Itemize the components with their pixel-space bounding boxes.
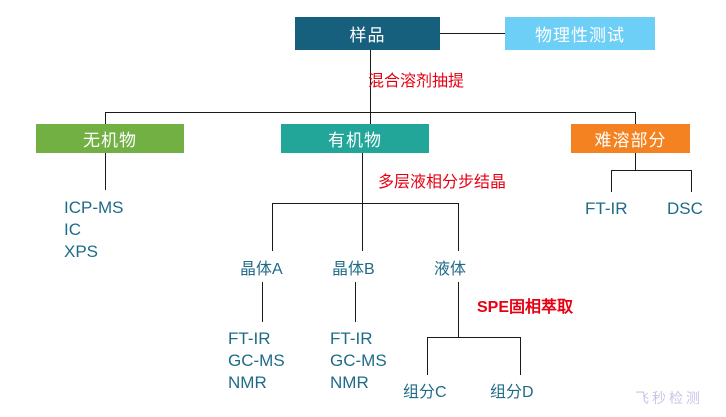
line-organic-stem: [362, 153, 363, 203]
line-crystal-a-to-methods: [262, 282, 263, 322]
line-crystal-bus: [272, 203, 459, 204]
line-crystal-b-to-methods: [355, 282, 356, 322]
line-sample-stem: [370, 50, 371, 112]
leaf-insoluble-ftir: FT-IR: [585, 199, 628, 218]
leaf-method-item: NMR: [330, 373, 369, 392]
line-drop-insoluble-dsc: [691, 170, 692, 192]
line-drop-crystal-b: [362, 203, 363, 251]
box-insoluble-label: 难溶部分: [594, 131, 667, 150]
leaf-method-item: FT-IR: [330, 329, 373, 348]
line-drop-crystal-a: [272, 203, 273, 251]
node-crystal-b[interactable]: 晶体B: [332, 261, 375, 278]
line-drop-liquid: [458, 203, 459, 251]
box-organic[interactable]: 有机物: [281, 124, 429, 153]
annotation-extraction: 混合溶剂抽提: [368, 73, 465, 90]
line-spe-bus: [427, 337, 520, 338]
box-insoluble[interactable]: 难溶部分: [571, 124, 690, 153]
leaf-crystal-a-methods: FT-IR GC-MS NMR: [228, 328, 285, 394]
watermark: 飞秒检测: [635, 390, 703, 406]
node-component-d[interactable]: 组分D: [490, 384, 534, 401]
box-physical-test[interactable]: 物理性测试: [505, 17, 655, 50]
leaf-method-item: ICP-MS: [64, 198, 124, 217]
node-component-c[interactable]: 组分C: [403, 384, 447, 401]
leaf-crystal-b-methods: FT-IR GC-MS NMR: [330, 328, 387, 394]
line-drop-component-c: [427, 337, 428, 375]
leaf-insoluble-dsc: DSC: [667, 199, 703, 218]
line-liquid-stem: [458, 282, 459, 337]
box-inorganic[interactable]: 无机物: [36, 124, 184, 153]
node-liquid[interactable]: 液体: [434, 261, 467, 278]
annotation-crystallization: 多层液相分步结晶: [378, 174, 507, 191]
line-inorganic-to-methods: [105, 153, 106, 190]
line-drop-insoluble: [635, 112, 636, 126]
box-inorganic-label: 无机物: [83, 131, 137, 150]
line-drop-insoluble-ftir: [611, 170, 612, 192]
annotation-spe: SPE固相萃取: [477, 299, 574, 316]
line-insoluble-stem: [635, 153, 636, 170]
line-insoluble-bus: [611, 170, 691, 171]
leaf-method-item: GC-MS: [228, 351, 285, 370]
box-sample-label: 样品: [349, 26, 386, 45]
line-drop-component-d: [520, 337, 521, 375]
leaf-inorganic-methods: ICP-MS IC XPS: [64, 197, 124, 263]
box-organic-label: 有机物: [328, 131, 382, 150]
leaf-method-item: IC: [64, 220, 81, 239]
leaf-method-item: XPS: [64, 242, 99, 261]
line-drop-organic: [370, 112, 371, 126]
line-drop-inorganic: [105, 112, 106, 126]
box-sample[interactable]: 样品: [295, 17, 440, 50]
box-physical-test-label: 物理性测试: [535, 26, 625, 45]
node-crystal-a[interactable]: 晶体A: [240, 261, 283, 278]
line-sample-to-physical: [440, 33, 505, 34]
leaf-method-item: GC-MS: [330, 351, 387, 370]
leaf-method-item: FT-IR: [228, 329, 271, 348]
leaf-method-item: NMR: [228, 373, 267, 392]
